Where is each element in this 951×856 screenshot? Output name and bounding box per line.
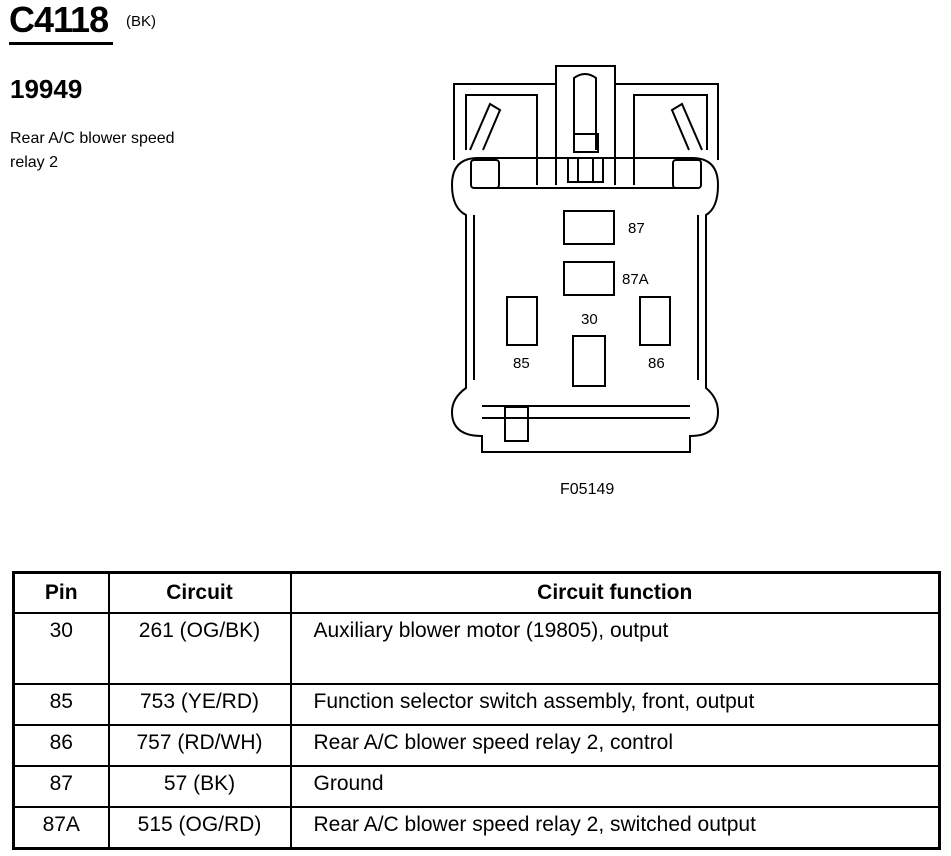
latch-inner xyxy=(573,73,597,150)
connector-id-underline xyxy=(9,42,113,45)
header-circuit: Circuit xyxy=(107,571,292,614)
table-row: 85 753 (YE/RD) Function selector switch … xyxy=(12,683,941,726)
latch-outline xyxy=(555,65,616,185)
circuit-cell: 515 (OG/RD) xyxy=(107,806,292,850)
circuit-cell: 57 (BK) xyxy=(107,765,292,808)
circuit-cell: 757 (RD/WH) xyxy=(107,724,292,767)
pin-cell: 30 xyxy=(12,612,110,685)
table-row: 30 261 (OG/BK) Auxiliary blower motor (1… xyxy=(12,612,941,685)
terminal-85 xyxy=(506,296,538,346)
left-clip xyxy=(469,102,502,151)
pin-label-87: 87 xyxy=(628,220,645,237)
component-description: Rear A/C blower speed relay 2 xyxy=(10,130,175,171)
part-number: 19949 xyxy=(10,74,83,104)
circuit-cell: 753 (YE/RD) xyxy=(107,683,292,726)
header-circuit-function: Circuit function xyxy=(289,571,941,614)
circuit-cell: 261 (OG/BK) xyxy=(107,612,292,685)
housing-inner-edge xyxy=(473,187,699,380)
pin-label-87a: 87A xyxy=(622,271,649,288)
function-cell: Rear A/C blower speed relay 2, switched … xyxy=(289,806,941,850)
housing-top-inner xyxy=(465,94,708,185)
table-row: 87A 515 (OG/RD) Rear A/C blower speed re… xyxy=(12,806,941,850)
pin-label-30: 30 xyxy=(581,311,598,328)
pinout-table: Pin Circuit Circuit function 30 261 (OG/… xyxy=(12,571,941,850)
terminal-87a xyxy=(563,261,615,296)
function-cell: Function selector switch assembly, front… xyxy=(289,683,941,726)
connector-id: C4118 xyxy=(9,0,109,40)
terminal-86 xyxy=(639,296,671,346)
function-cell: Auxiliary blower motor (19805), output xyxy=(289,612,941,685)
function-cell: Rear A/C blower speed relay 2, control xyxy=(289,724,941,767)
pin-cell: 87 xyxy=(12,765,110,808)
left-corner-post xyxy=(470,159,500,189)
function-cell: Ground xyxy=(289,765,941,808)
housing-body xyxy=(450,157,720,453)
pin-cell: 86 xyxy=(12,724,110,767)
figure-id: F05149 xyxy=(560,481,615,498)
right-corner-post xyxy=(672,159,702,189)
connector-color-code: (BK) xyxy=(126,13,156,30)
pin-label-85: 85 xyxy=(513,355,530,372)
right-clip xyxy=(670,102,703,151)
latch-tab xyxy=(573,133,599,153)
latch-notch xyxy=(567,157,604,183)
terminal-30 xyxy=(572,335,606,387)
table-row: 87 57 (BK) Ground xyxy=(12,765,941,808)
header-pin: Pin xyxy=(12,571,110,614)
terminal-87 xyxy=(563,210,615,245)
pin-cell: 85 xyxy=(12,683,110,726)
table-row: 86 757 (RD/WH) Rear A/C blower speed rel… xyxy=(12,724,941,767)
housing-top-outline xyxy=(453,83,719,160)
pin-cell: 87A xyxy=(12,806,110,850)
table-header-row: Pin Circuit Circuit function xyxy=(12,571,941,614)
bottom-key xyxy=(504,406,529,442)
connector-face-diagram: 87 87A 30 85 86 xyxy=(450,65,720,453)
pin-label-86: 86 xyxy=(648,355,665,372)
